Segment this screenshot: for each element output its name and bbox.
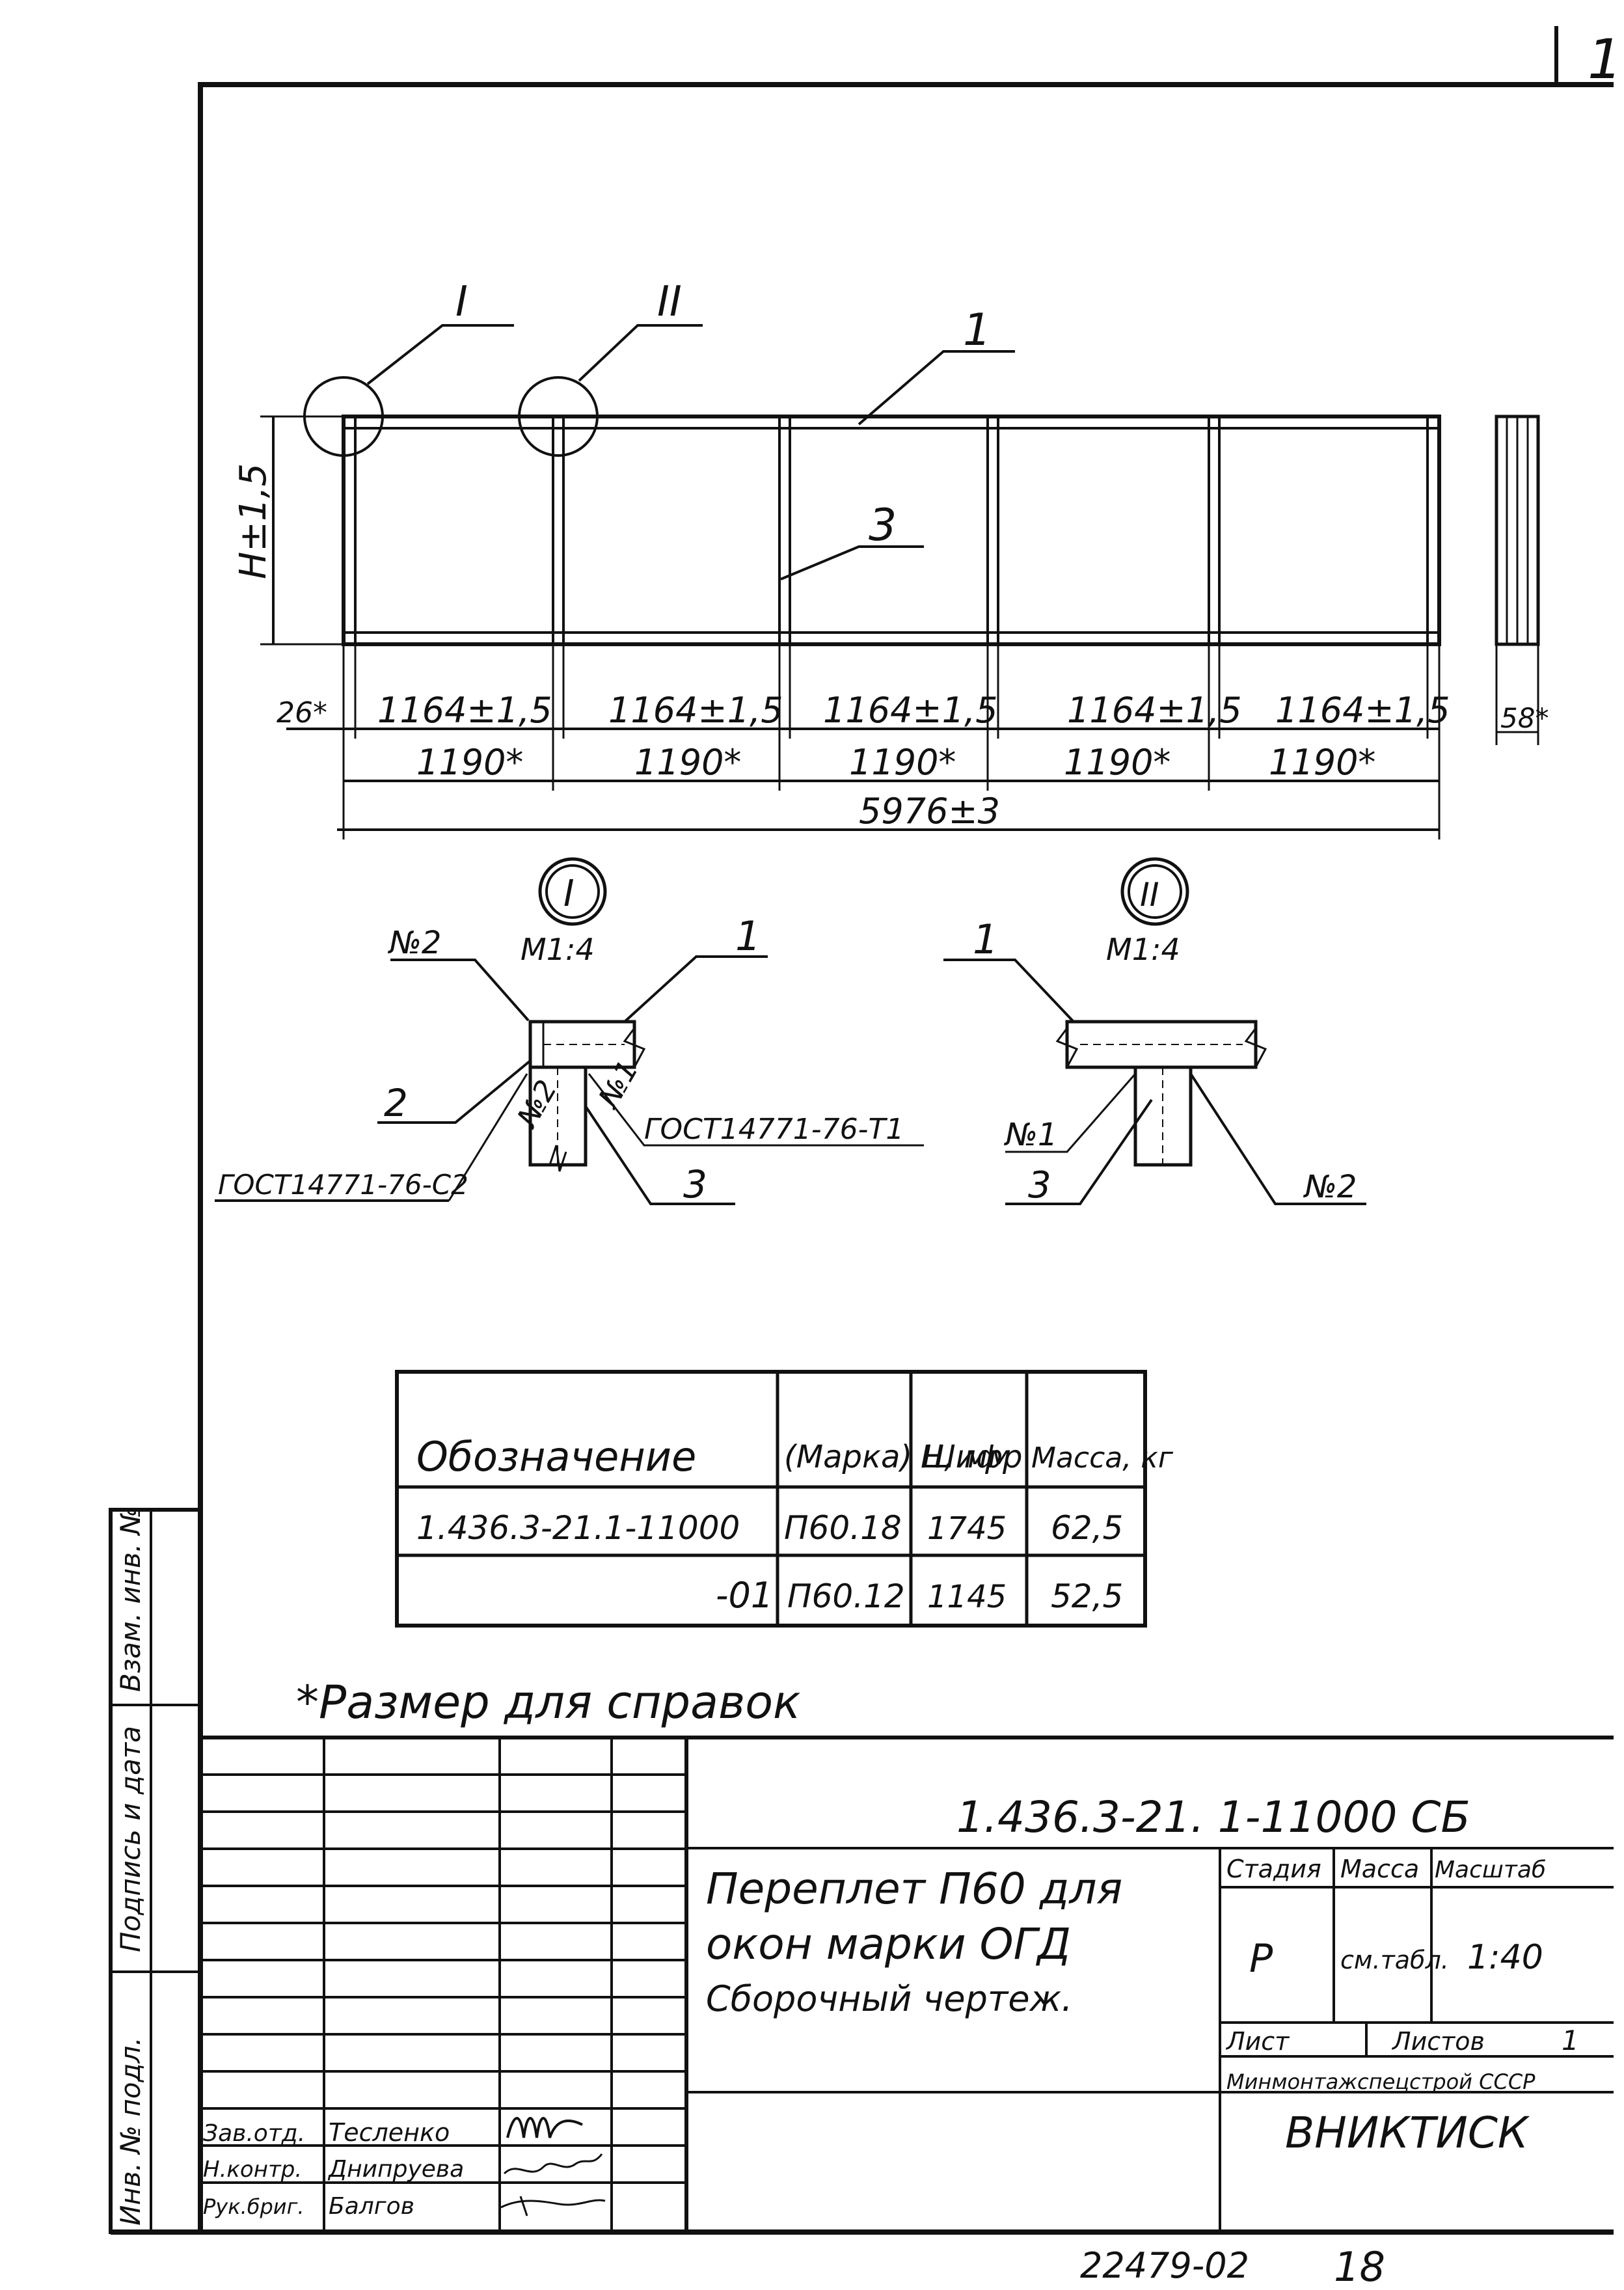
table-row-2-h: 1145: [927, 1579, 1007, 1615]
detail-2-callout-circle: [518, 376, 599, 457]
dim-opening-4: 1164±1,5: [1067, 690, 1242, 731]
dim-opening-1: 1164±1,5: [377, 690, 552, 731]
sheet-label: Лист: [1225, 2027, 1290, 2056]
detail-2-ref: II: [657, 278, 682, 326]
signer-3-name: Балгов: [329, 2193, 414, 2220]
scale-value: 1:40: [1467, 1938, 1543, 1977]
stage-value: Р: [1249, 1936, 1273, 1982]
detail-1-weld-2: №2: [387, 925, 441, 961]
signer-3-role: Рук.бриг.: [203, 2194, 304, 2219]
detail-1-gost-2: ГОСТ14771-76-С2: [218, 1169, 468, 1201]
dim-left-offset: 26*: [277, 696, 327, 729]
table-row-2-designation: -01: [716, 1575, 773, 1616]
height-dim: H±1,5: [232, 463, 275, 579]
signer-1-role: Зав.отд.: [203, 2120, 305, 2147]
detail-2-weld-1: №1: [1003, 1117, 1057, 1153]
signer-2-role: Н.контр.: [203, 2157, 302, 2183]
dim-module-1: 1190*: [416, 742, 523, 783]
dim-opening-2: 1164±1,5: [608, 690, 783, 731]
table-row-1-designation: 1.436.3-21.1-11000: [416, 1509, 740, 1547]
table-row-1-mark: П60.18: [784, 1509, 902, 1547]
detail-1-title: I: [563, 873, 575, 915]
pos-3-label: 3: [869, 500, 897, 551]
mass-header: Масса: [1340, 1855, 1419, 1883]
dim-module-5: 1190*: [1269, 742, 1375, 783]
detail-2: II M1:4 1 №1 3 №2: [943, 857, 1366, 1206]
sheets-label: Листов: [1391, 2027, 1485, 2056]
detail-1-pos-1: 1: [735, 912, 761, 960]
org-line-1: Минмонтажспецстрой СССР: [1226, 2069, 1536, 2094]
side-label-inv: Инв. № подл.: [115, 2037, 146, 2226]
frame-elevation: I II 1 3 H±1,5 26* 1164±1,5 1164±1,5: [232, 278, 1549, 839]
frame-outline: [342, 415, 1441, 646]
table-header-h: H, мм: [921, 1439, 1011, 1475]
footer-page: 18: [1334, 2243, 1385, 2290]
detail-1-ref: I: [455, 278, 468, 326]
detail-2-scale: M1:4: [1106, 932, 1180, 967]
document-code: 1.436.3-21. 1-11000 СБ: [956, 1792, 1470, 1842]
dim-opening-3: 1164±1,5: [823, 690, 998, 731]
footer-number: 22479-02: [1080, 2245, 1249, 2286]
title-block: 1.436.3-21. 1-11000 СБ Переплет П60 для …: [200, 1736, 1614, 2232]
detail-1-scale: M1:4: [521, 932, 595, 967]
detail-1-pos-3: 3: [683, 1162, 707, 1206]
signature-2: [503, 2153, 603, 2175]
side-label-sign: Подпись и дата: [115, 1726, 146, 1952]
signer-2-name: Днипруева: [327, 2156, 464, 2183]
detail-2-pos-3: 3: [1028, 1164, 1051, 1206]
title-line-2: окон марки ОГД: [706, 1919, 1071, 1969]
spec-table: Обозначение (Марка) Шифр H, мм Масса, кг…: [395, 1370, 1174, 1628]
detail-1-weld-2b: №2: [510, 1074, 564, 1134]
stage-header: Стадия: [1226, 1855, 1321, 1883]
dim-depth: 58*: [1500, 702, 1549, 734]
title-line-1: Переплет П60 для: [706, 1864, 1122, 1914]
dim-total-length: 5976±3: [859, 791, 1000, 832]
dim-module-3: 1190*: [849, 742, 956, 783]
table-row-1-h: 1745: [927, 1510, 1007, 1547]
table-header-mass: Масса, кг: [1031, 1441, 1174, 1475]
detail-2-weld-2: №2: [1303, 1169, 1357, 1205]
dim-opening-5: 1164±1,5: [1275, 690, 1450, 731]
sheet-mark: 1: [1588, 27, 1622, 91]
table-header-mark: (Марка) Шифр: [784, 1439, 1022, 1475]
title-line-3: Сборочный чертеж.: [706, 1978, 1072, 2019]
table-row-2-mark: П60.12: [787, 1577, 905, 1615]
table-row-2-mass: 52,5: [1051, 1577, 1123, 1615]
detail-1-pos-2: 2: [384, 1081, 408, 1125]
side-label-replace: Взам. инв. №: [115, 1506, 146, 1692]
reference-size-note: *Размер для справок: [296, 1676, 800, 1729]
dim-module-4: 1190*: [1064, 742, 1171, 783]
signature-1: [506, 2117, 583, 2138]
table-header-designation: Обозначение: [416, 1433, 696, 1480]
scale-header: Масштаб: [1435, 1857, 1546, 1883]
table-row-1-mass: 62,5: [1051, 1509, 1123, 1547]
signer-1-name: Тесленко: [329, 2118, 450, 2147]
detail-1: I M1:4 №2 1 2 №2 ГОСТ14771-76-С2 №1 ГОСТ…: [215, 857, 924, 1206]
detail-1-gost-1: ГОСТ14771-76-Т1: [644, 1113, 904, 1146]
detail-2-pos-1: 1: [973, 916, 998, 963]
mass-value: см.табл.: [1340, 1946, 1449, 1974]
org-line-2: ВНИКТИСК: [1285, 2108, 1530, 2158]
detail-2-title: II: [1140, 876, 1159, 914]
binding-strip: [109, 1508, 202, 2234]
pos-1-label: 1: [963, 305, 991, 356]
dim-module-2: 1190*: [634, 742, 741, 783]
sheets-value: 1: [1562, 2024, 1579, 2056]
signature-3: [500, 2196, 606, 2216]
